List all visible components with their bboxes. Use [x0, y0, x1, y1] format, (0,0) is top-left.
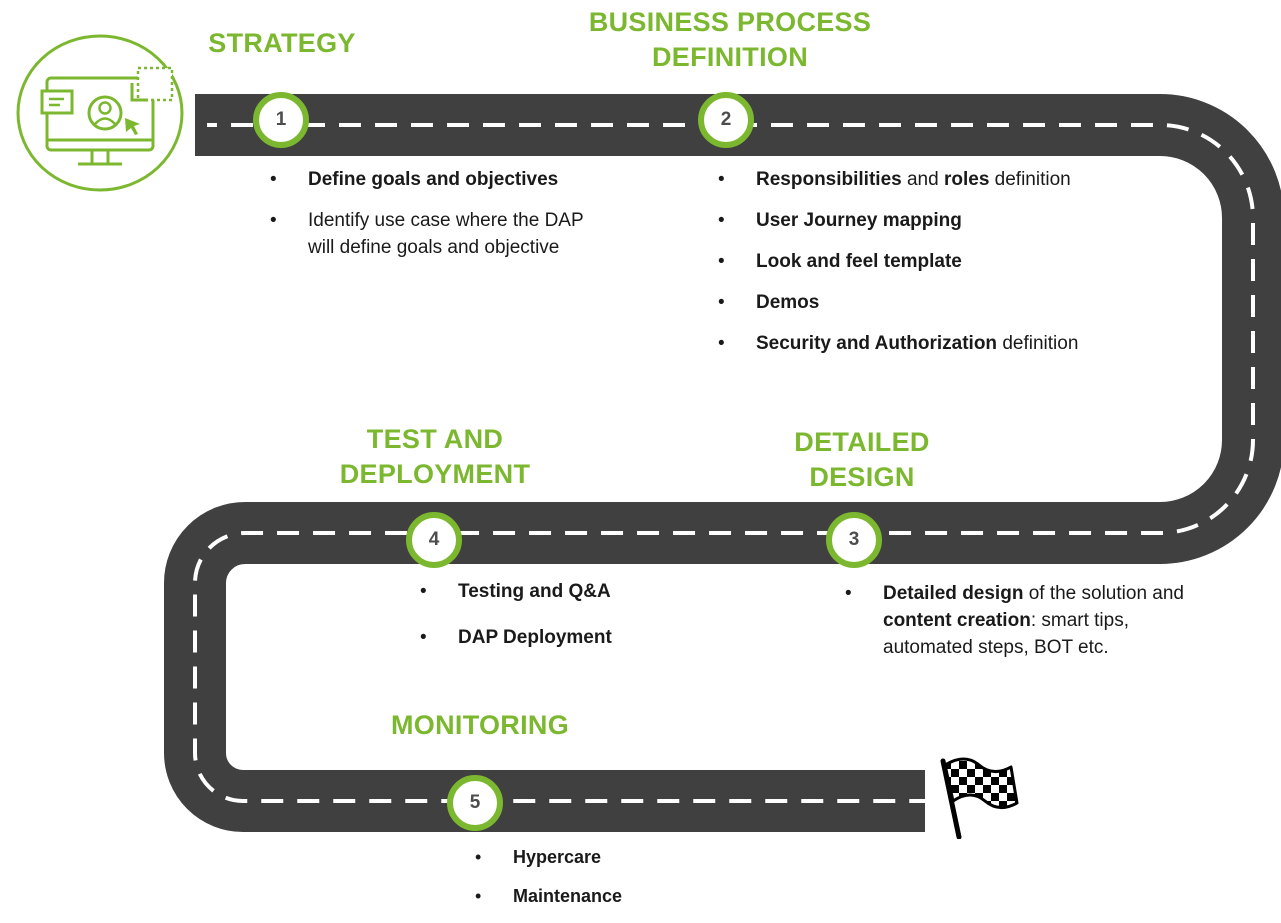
step-1-marker: 1 — [253, 92, 309, 148]
step-4-marker: 4 — [406, 512, 462, 568]
bold-text: Define goals and objectives — [308, 169, 559, 190]
bold-text: Demos — [756, 292, 820, 313]
stage-1-title: STRATEGY — [208, 28, 356, 58]
stage-2-list: Responsibilities and roles definitionUse… — [718, 166, 1198, 371]
list-item: Hypercare — [475, 845, 735, 870]
bold-text: Look and feel template — [756, 251, 962, 272]
list-item: Identify use case where the DAP will def… — [270, 207, 600, 261]
bold-text: Hypercare — [513, 847, 602, 867]
stage-4-list: Testing and Q&A DAP Deployment — [420, 578, 720, 670]
checkered-flag-icon — [935, 753, 1021, 840]
road-lane-markings — [193, 123, 1255, 803]
stage-4-title: TEST AND DEPLOYMENT — [339, 424, 531, 489]
list-item: Maintenance — [475, 884, 735, 909]
bold-text: Detailed design — [883, 583, 1024, 604]
list-item: Detailed design of the solution and cont… — [845, 580, 1195, 661]
text: of the solution and — [1023, 583, 1184, 604]
bold-text: User Journey mapping — [756, 210, 962, 231]
road-start-cap — [195, 94, 207, 156]
stage-3-title: DETAILED DESIGN — [794, 427, 930, 492]
text: definition — [997, 333, 1079, 354]
step-5-marker: 5 — [447, 775, 503, 831]
text: definition — [989, 169, 1071, 190]
list-item: Responsibilities and roles definition — [718, 166, 1198, 193]
stage-3-list: Detailed design of the solution and cont… — [845, 580, 1195, 675]
list-item: User Journey mapping — [718, 207, 1198, 234]
bold-text: content creation — [883, 610, 1031, 631]
stage-1-list: Define goals and objectivesIdentify use … — [270, 166, 600, 275]
list-item: Demos — [718, 289, 1198, 316]
list-item: Define goals and objectives — [270, 166, 600, 193]
bold-text: roles — [943, 169, 990, 190]
bold-text: Responsibilities — [756, 169, 902, 190]
text: and — [901, 169, 944, 190]
bold-text: Maintenance — [513, 886, 623, 906]
step-2-marker: 2 — [698, 92, 754, 148]
bold-text: Security and Authorization — [756, 333, 998, 354]
stage-5-title: MONITORING — [391, 710, 569, 740]
list-item: Look and feel template — [718, 248, 1198, 275]
list-item: Testing and Q&A — [420, 578, 720, 605]
stage-5-list: HypercareMaintenance — [475, 845, 735, 923]
bold-text: DAP Deployment — [458, 627, 612, 648]
stage-2-title: BUSINESS PROCESS DEFINITION — [588, 7, 872, 72]
computer-user-icon — [14, 33, 186, 193]
step-3-marker: 3 — [826, 512, 882, 568]
bold-text: Testing and Q&A — [458, 581, 611, 602]
text: Identify use case where the DAP will def… — [308, 210, 584, 258]
list-item: Security and Authorization definition — [718, 330, 1198, 357]
text: : smart tips, automated steps, BOT etc. — [883, 610, 1129, 658]
list-item: DAP Deployment — [420, 624, 720, 651]
